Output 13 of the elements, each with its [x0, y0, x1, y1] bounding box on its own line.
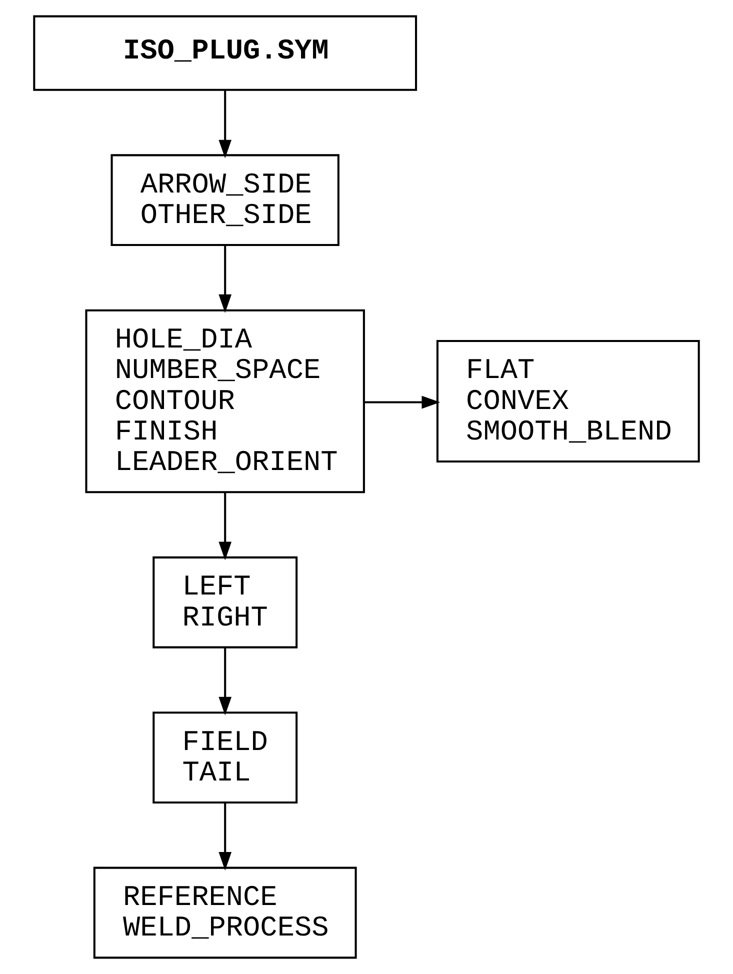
arrow: [218, 648, 232, 716]
arrow: [218, 90, 232, 158]
arrow: [364, 396, 440, 409]
arrow: [218, 492, 232, 560]
node-box: ISO_PLUG.SYM: [33, 15, 418, 91]
node-box: FLAT CONVEX SMOOTH_BLEND: [436, 340, 700, 462]
arrow: [218, 246, 232, 313]
node-box: FIELD TAIL: [152, 712, 298, 804]
node-box: ARROW_SIDE OTHER_SIDE: [110, 154, 340, 246]
arrow: [218, 803, 232, 870]
node-box: HOLE_DIA NUMBER_SPACE CONTOUR FINISH LEADER_ORIENT: [85, 309, 365, 494]
node-box: REFERENCE WELD_PROCESS: [93, 866, 357, 959]
node-box: LEFT RIGHT: [152, 556, 298, 648]
